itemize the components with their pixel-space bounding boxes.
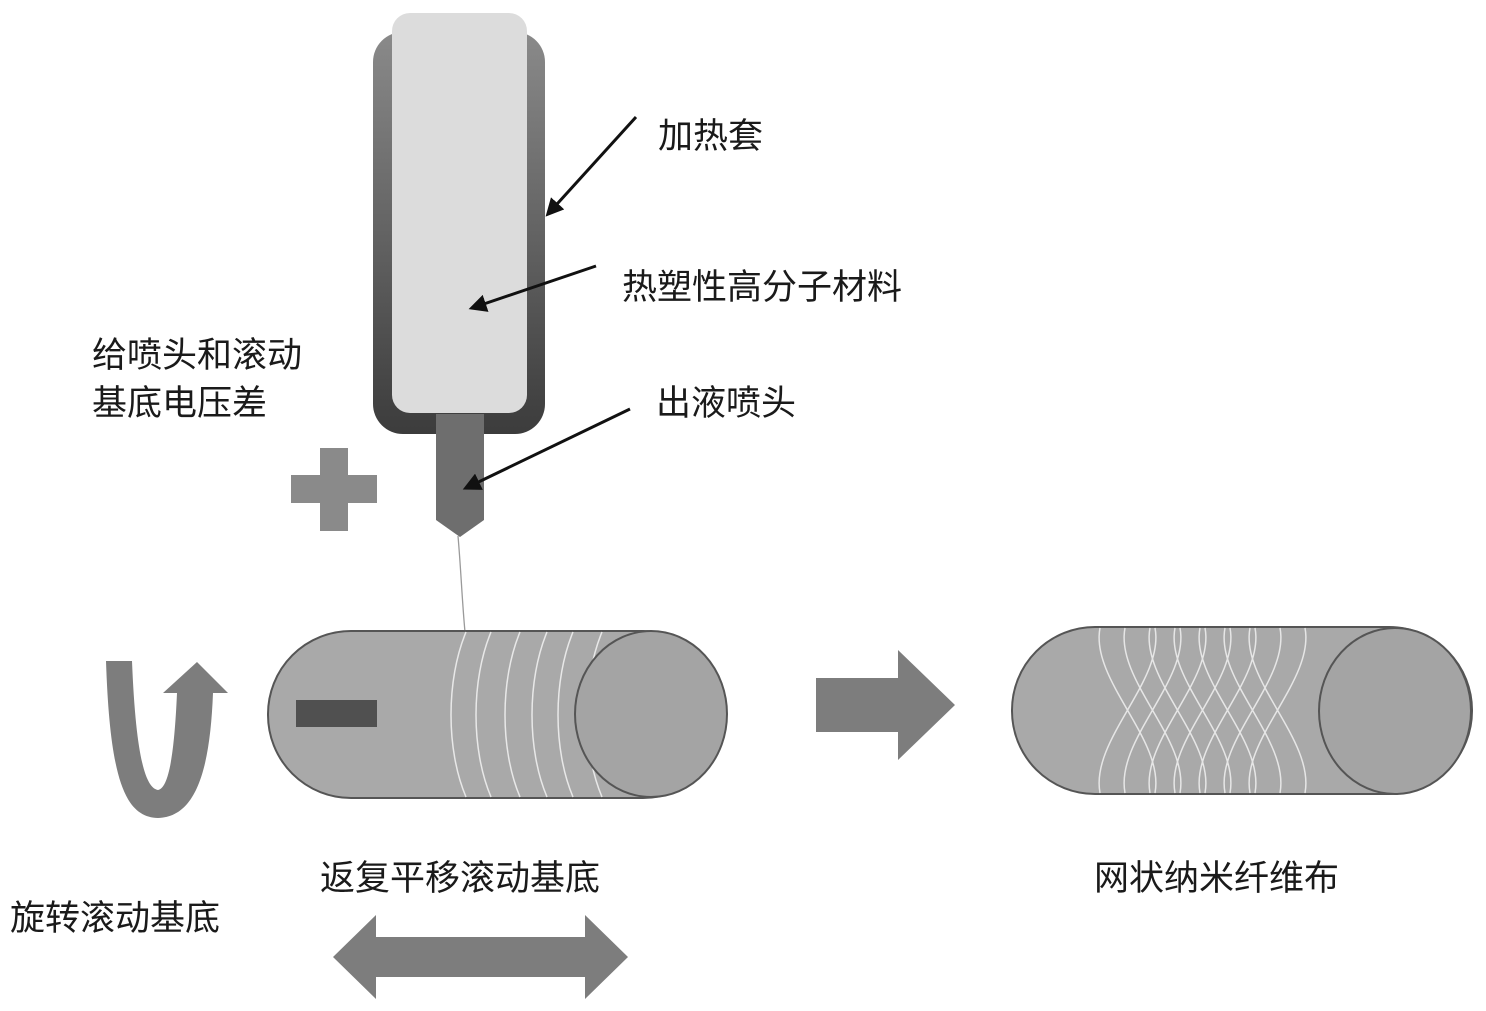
label-reciprocating-substrate: 返复平移滚动基底 <box>320 859 600 899</box>
double-arrow-icon <box>333 915 628 999</box>
right-arrow-icon <box>816 650 955 760</box>
thermoplastic-material <box>392 13 527 413</box>
label-voltage-difference-2: 基底电压差 <box>92 384 267 424</box>
arrow-heating-jacket <box>545 115 638 217</box>
label-mesh-fabric: 网状纳米纤维布 <box>1094 859 1339 899</box>
rolling-substrate <box>267 630 728 799</box>
rotation-arrow-icon <box>106 661 228 818</box>
arrow-nozzle <box>462 407 631 490</box>
plus-icon <box>291 448 377 531</box>
nozzle <box>436 414 484 537</box>
crossed-fibers <box>1098 627 1307 794</box>
arrow-thermoplastic <box>468 264 597 312</box>
label-thermoplastic-material: 热塑性高分子材料 <box>622 268 902 308</box>
minus-icon <box>296 700 377 727</box>
label-heating-jacket: 加热套 <box>658 117 763 157</box>
jet-fiber <box>457 535 466 633</box>
label-voltage-difference-1: 给喷头和滚动 <box>92 336 302 376</box>
label-rotating-substrate: 旋转滚动基底 <box>10 899 220 939</box>
label-nozzle: 出液喷头 <box>656 384 796 424</box>
mesh-nanofiber-fabric <box>1011 626 1473 795</box>
